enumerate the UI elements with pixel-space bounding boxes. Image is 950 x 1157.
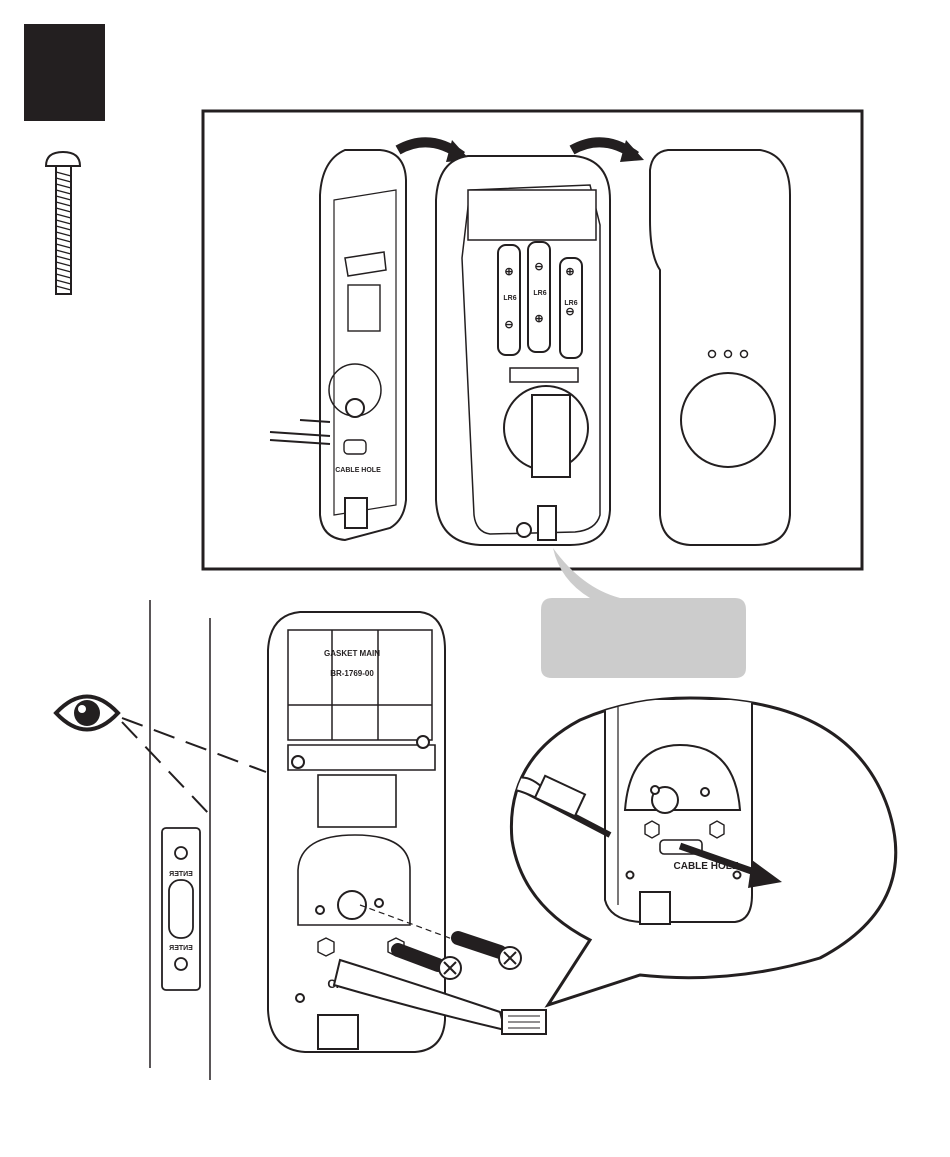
battery-minus-symbol: ⊖ [534,261,543,273]
plate-cable-hole-label: CABLE HOLE [335,467,381,474]
mounting-screw-icon [458,938,521,969]
battery-1-label: LR6 [503,295,516,302]
gasket-label-line2: BR-1769-00 [330,669,374,678]
battery-2-label: LR6 [533,290,546,297]
gasket-label-line1: GASKET MAIN [324,649,380,658]
battery-minus-symbol: ⊖ [565,306,574,318]
step-badge [24,24,105,121]
battery-plus-symbol: ⊕ [565,266,574,278]
battery-minus-symbol: ⊖ [504,319,513,331]
battery-plus-symbol: ⊕ [504,266,513,278]
machine-screw-icon [46,152,80,294]
strike-text-top: ЯƎTИƎ [169,871,193,878]
front-cover [650,150,790,545]
battery-plus-symbol: ⊕ [534,313,543,325]
strike-text-bottom: ЯƎTИƎ [169,945,193,952]
strike-plate: ЯƎTИƎ ЯƎTИƎ [162,828,200,990]
eye-icon [56,697,118,730]
lock-body-interior: LR6 LR6 LR6 ⊕ ⊖ ⊖ ⊕ ⊕ ⊖ [436,156,610,545]
sight-line [122,718,266,815]
